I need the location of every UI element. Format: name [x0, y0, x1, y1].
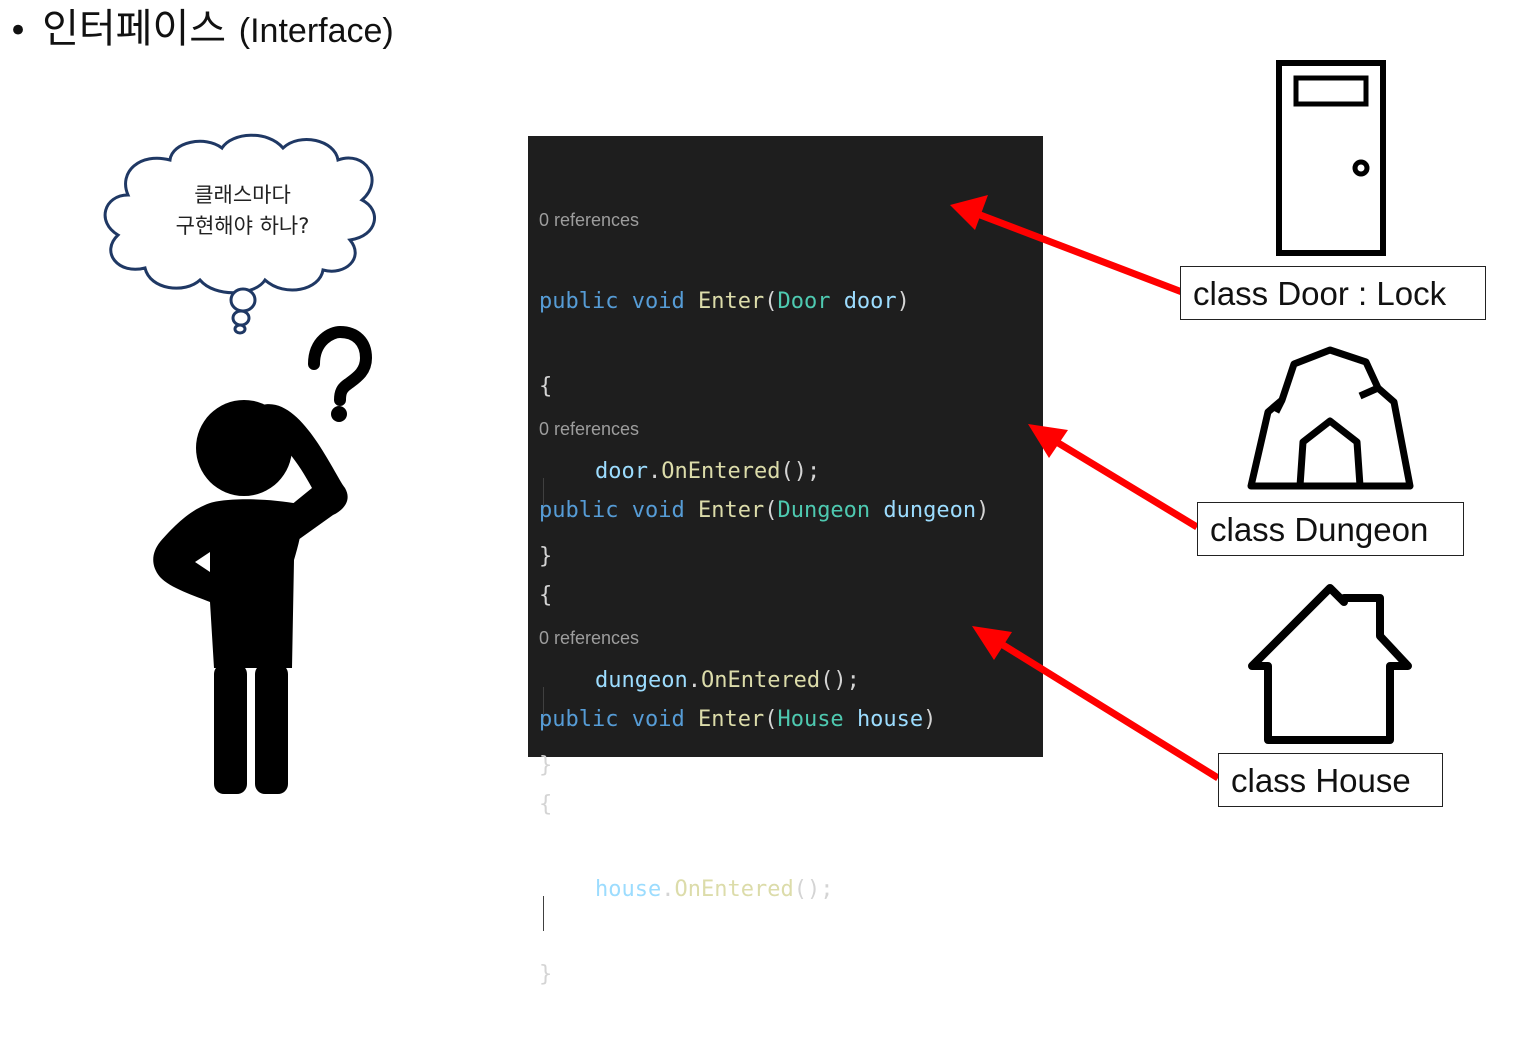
- class-door-label: class Door : Lock: [1180, 266, 1486, 320]
- cave-icon: [1251, 350, 1410, 486]
- class-icons-graphic: [0, 0, 1528, 832]
- arrow-door-icon: [950, 195, 1182, 292]
- house-icon: [1252, 588, 1408, 740]
- close-brace: }: [539, 957, 936, 992]
- call-object: house: [595, 877, 661, 902]
- arrows: [950, 195, 1218, 778]
- door-icon: [1279, 63, 1383, 253]
- call-method: OnEntered: [674, 877, 793, 902]
- arrow-dungeon-icon: [1028, 424, 1197, 527]
- method-body: house.OnEntered();: [539, 872, 936, 907]
- class-house-label: class House: [1218, 753, 1443, 807]
- arrow-house-icon: [972, 626, 1218, 778]
- class-dungeon-label: class Dungeon: [1197, 502, 1464, 556]
